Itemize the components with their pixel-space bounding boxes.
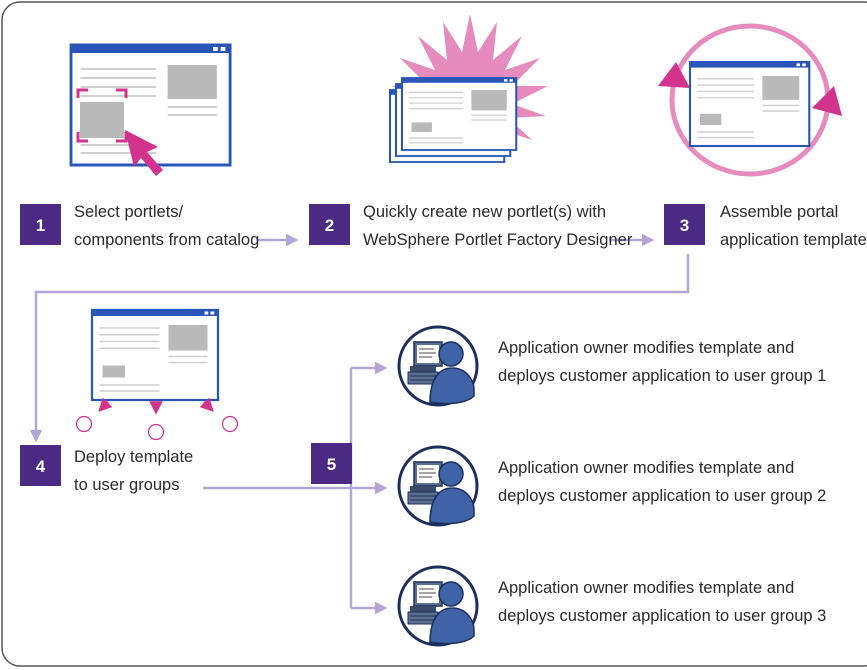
step-3-label-line2: application template <box>720 231 867 249</box>
step-4-badge: 4 <box>20 445 61 486</box>
user-at-computer-icon <box>397 565 479 647</box>
group-1-label-line1: Application owner modifies template and <box>498 339 794 357</box>
step-4-label-line1: Deploy template <box>74 448 193 466</box>
step-1-label-line1: Select portlets/ <box>74 203 184 221</box>
group-2-label-line1: Application owner modifies template and <box>498 459 794 477</box>
step-2-label-line2: WebSphere Portlet Factory Designer <box>363 231 633 249</box>
user-at-computer-icon <box>397 445 479 527</box>
user-at-computer-icon <box>397 325 479 407</box>
step-4-label-line2: to user groups <box>74 476 179 494</box>
step-5-badge: 5 <box>311 443 352 484</box>
group-3-label-line1: Application owner modifies template and <box>498 579 794 597</box>
svg-text:4: 4 <box>36 457 46 476</box>
portal-window-icon <box>90 308 220 402</box>
step-2-label-line1: Quickly create new portlet(s) with <box>363 203 606 221</box>
group-2-label-line2: deploys customer application to user gro… <box>498 487 826 505</box>
step-1-badge: 1 <box>20 204 61 245</box>
cycle-arrows-icon <box>658 23 842 177</box>
svg-text:5: 5 <box>327 455 336 474</box>
group-3-label-line2: deploys customer application to user gro… <box>498 607 826 625</box>
portal-window-icon <box>388 76 518 164</box>
step-2-badge: 2 <box>309 204 350 245</box>
deploy-arrows-icon <box>75 397 239 441</box>
portal-window-icon <box>688 60 811 148</box>
step-3-badge: 3 <box>664 204 705 245</box>
svg-text:3: 3 <box>680 216 689 235</box>
group-1-label-line2: deploys customer application to user gro… <box>498 367 826 385</box>
step-3-label-line1: Assemble portal <box>720 203 838 221</box>
svg-text:2: 2 <box>325 216 334 235</box>
svg-text:1: 1 <box>36 216 45 235</box>
flow-connectors <box>29 233 690 615</box>
selection-cursor-icon <box>76 88 163 176</box>
step-1-label-line2: components from catalog <box>74 231 259 249</box>
